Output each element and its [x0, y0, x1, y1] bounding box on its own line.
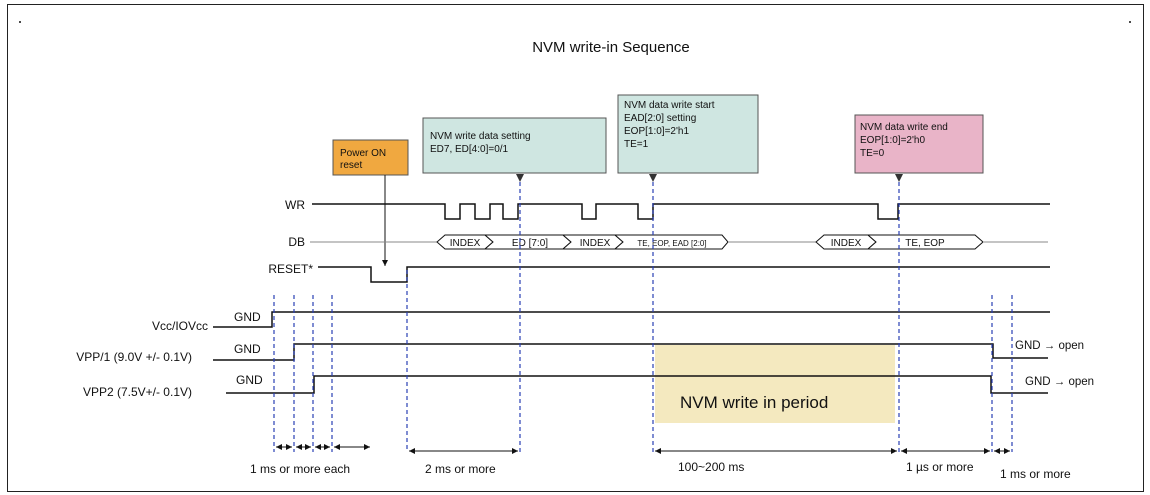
- callout-line: EOP[1:0]=2'h0: [860, 135, 925, 146]
- callout-write-end: NVM data write end EOP[1:0]=2'h0 TE=0: [854, 114, 984, 174]
- callout-line: TE=0: [860, 148, 885, 159]
- callout-line: EAD[2:0] setting: [624, 113, 696, 124]
- callout-data-setting: NVM write data setting ED7, ED[4:0]=0/1: [422, 117, 607, 174]
- gnd-label-vpp2: GND: [236, 373, 263, 387]
- signal-label-reset: RESET*: [268, 262, 313, 276]
- corner-dot: [1129, 21, 1131, 23]
- timing-label-1ms: 1 ms or more: [1000, 467, 1071, 481]
- vpp1-waveform: [213, 343, 1048, 361]
- db-bus: INDEX ED [7:0] INDEX TE, EOP, EAD [2:0] …: [310, 234, 1048, 250]
- db-segment-label: TE, EOP: [905, 238, 945, 249]
- pointer-triangle: [516, 174, 524, 182]
- timing-label-range: 100~200 ms: [678, 460, 744, 474]
- callout-line: NVM data write end: [860, 122, 948, 133]
- db-segment-label: ED [7:0]: [512, 238, 548, 249]
- callout-line: EOP[1:0]=2'h1: [624, 126, 689, 137]
- db-segment-label: INDEX: [580, 238, 611, 249]
- db-segment-label: TE, EOP, EAD [2:0]: [637, 239, 706, 248]
- pointer-triangle: [895, 174, 903, 182]
- callout-line: TE=1: [624, 139, 649, 150]
- callout-write-start: NVM data write start EAD[2:0] setting EO…: [617, 94, 759, 174]
- signal-label-wr: WR: [285, 198, 305, 212]
- timing-label-each: 1 ms or more each: [250, 462, 350, 476]
- db-segment-label: INDEX: [831, 238, 862, 249]
- vcc-waveform: [213, 311, 1050, 328]
- vpp2-end-label: GND → open: [1025, 376, 1094, 388]
- callout-line: Power ON: [340, 148, 386, 159]
- write-period-box: [655, 345, 895, 423]
- wr-waveform: [312, 203, 1050, 220]
- callout-line: reset: [340, 160, 362, 171]
- guide-lines: [273, 182, 1013, 452]
- vpp2-waveform: [226, 375, 1048, 394]
- pointer-triangle: [649, 174, 657, 182]
- timing-arrows: [276, 444, 1010, 454]
- signal-label-vpp2: VPP2 (7.5V+/- 0.1V): [83, 385, 192, 399]
- signal-label-db: DB: [288, 235, 305, 249]
- reset-waveform: [318, 266, 1050, 283]
- callout-line: NVM data write start: [624, 100, 715, 111]
- callout-line: ED7, ED[4:0]=0/1: [430, 144, 509, 155]
- gnd-label-vpp1: GND: [234, 342, 261, 356]
- write-period-label: NVM write in period: [680, 393, 828, 412]
- timing-label-1us: 1 µs or more: [906, 460, 974, 474]
- signal-label-vpp1: VPP/1 (9.0V +/- 0.1V): [76, 350, 192, 364]
- callout-power-on-reset: Power ON reset: [332, 139, 409, 176]
- db-segment-label: INDEX: [450, 238, 481, 249]
- gnd-label-vcc: GND: [234, 310, 261, 324]
- page-title: NVM write-in Sequence: [532, 39, 690, 56]
- vpp1-end-label: GND → open: [1015, 340, 1084, 352]
- signal-label-vcc: Vcc/IOVcc: [152, 319, 208, 333]
- callout-line: NVM write data setting: [430, 131, 531, 142]
- corner-dot: [19, 21, 21, 23]
- timing-label-2ms: 2 ms or more: [425, 462, 496, 476]
